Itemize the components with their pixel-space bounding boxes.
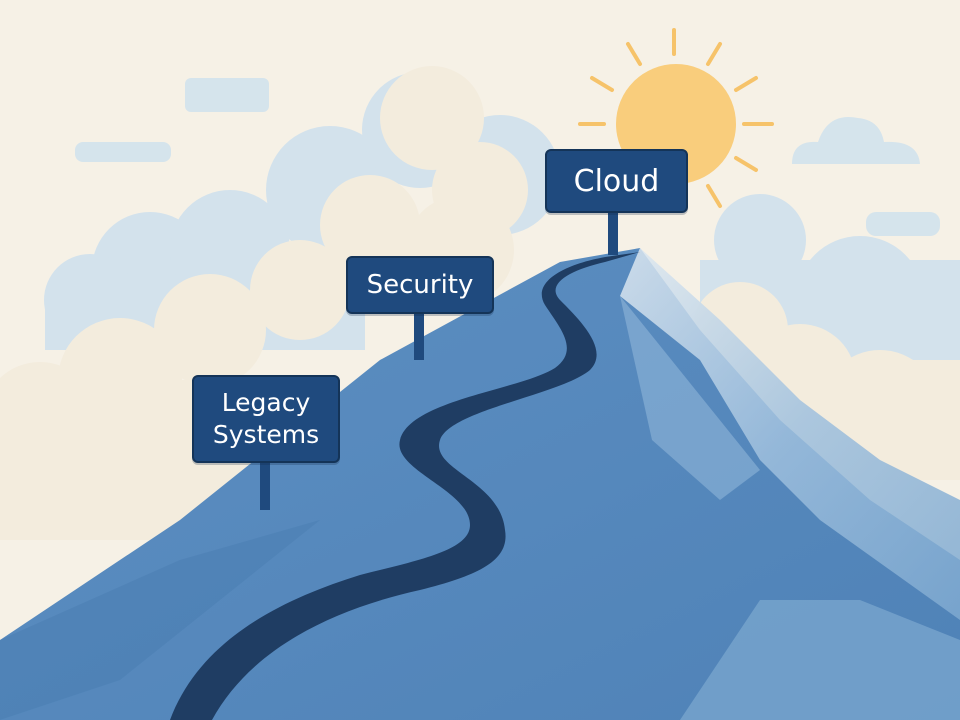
- sign-cloud: Cloud: [545, 149, 688, 213]
- signpost-icon: [414, 308, 424, 360]
- mountain-icon: [0, 248, 960, 720]
- cloud-icon: [75, 142, 171, 162]
- cloud-icon: [185, 78, 269, 112]
- cloud-icon: [792, 117, 920, 164]
- sign-security-label: Security: [366, 270, 474, 300]
- sign-legacy-systems: Legacy Systems: [192, 375, 340, 463]
- sign-security: Security: [346, 256, 494, 314]
- cloud-icon: [866, 212, 940, 236]
- signpost-icon: [260, 456, 270, 510]
- sign-legacy-line-2: Systems: [212, 420, 320, 449]
- winding-path-icon: [170, 252, 640, 720]
- sign-legacy-line-1: Legacy: [221, 388, 311, 417]
- sign-cloud-label: Cloud: [573, 163, 660, 199]
- signpost-icon: [608, 207, 618, 255]
